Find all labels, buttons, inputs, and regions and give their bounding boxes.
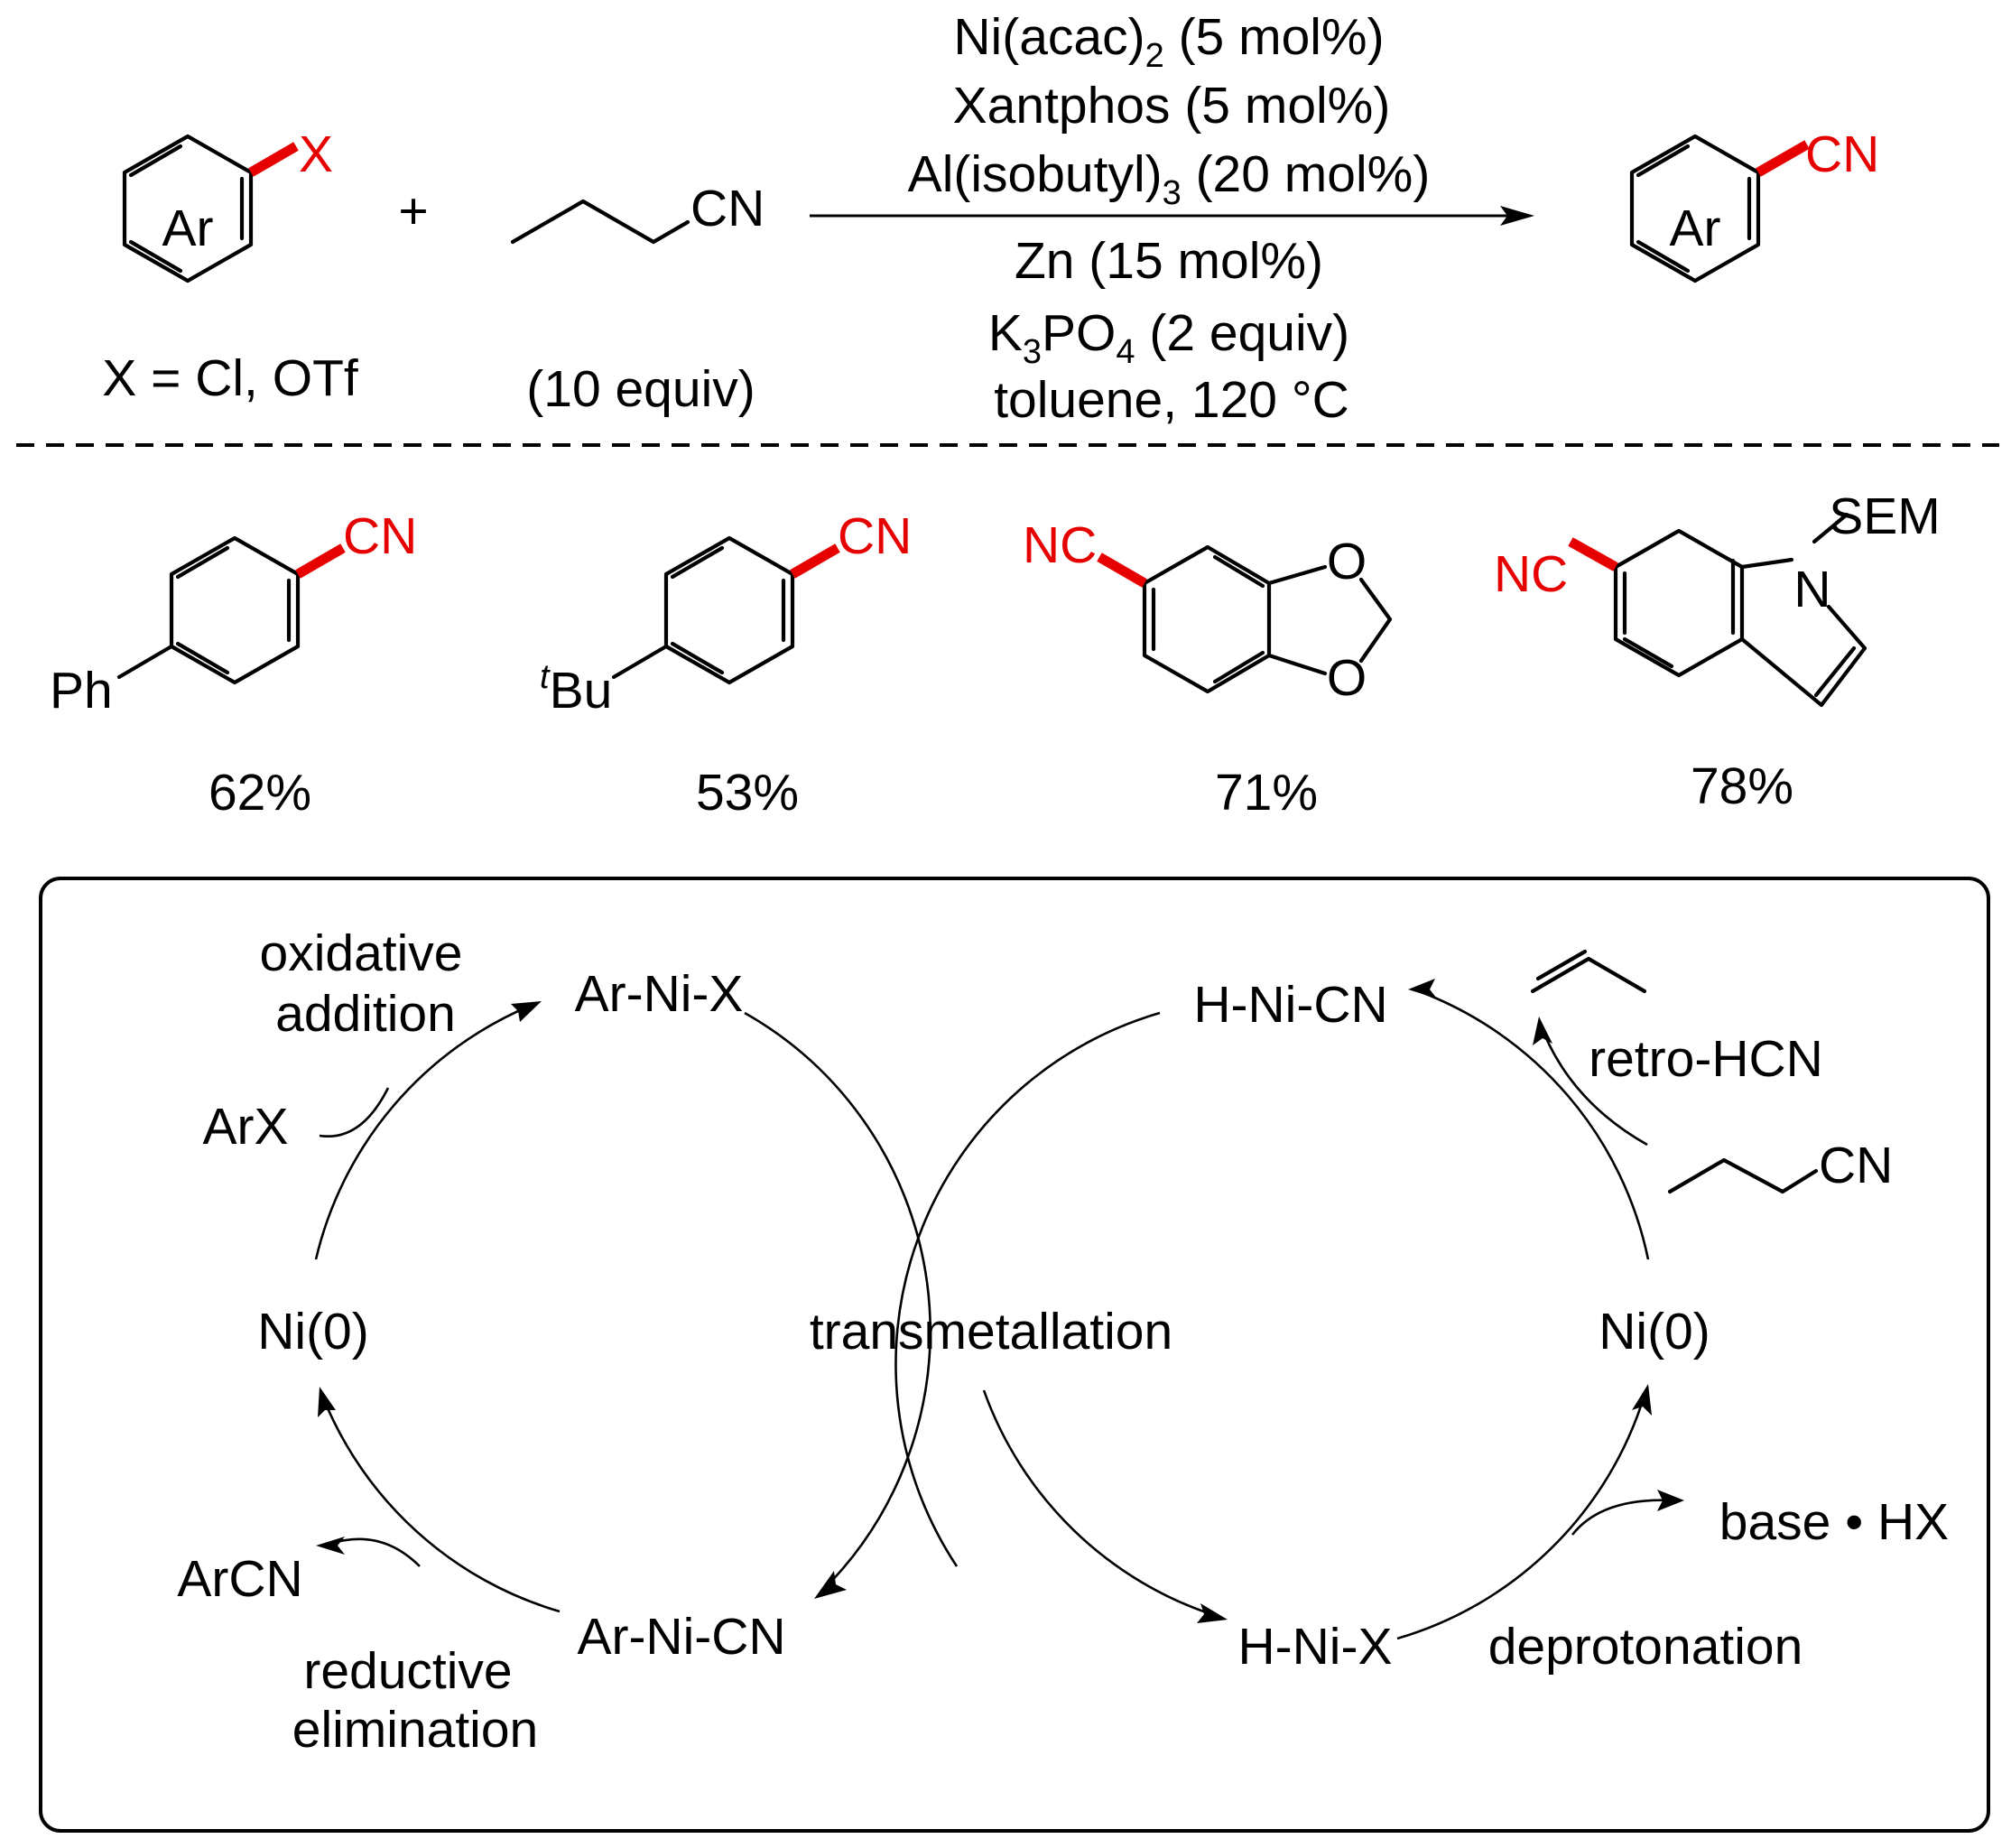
catalyst-label: Ni(0) [1599,1303,1710,1360]
substrate-indole: N SEM NC [1494,488,1941,708]
deprotonation-arc [1571,1499,1675,1536]
yield-label: 78% [1691,757,1793,815]
butyronitrile-skeleton [1667,1157,1819,1194]
intermediate-label: Ar-Ni-X [575,965,744,1023]
intermediate-label: Ar-Ni-CN [577,1608,785,1666]
halide-label: X [299,125,333,183]
output-label: ArCN [177,1550,302,1608]
condition-reductant: Zn (15 mol%) [1015,232,1323,290]
condition-ligand: Xantphos (5 mol%) [953,77,1391,135]
substrate-benzodioxole: O O NC [1023,516,1393,707]
oxygen-label: O [1327,533,1367,590]
plus-sign: + [398,182,428,240]
condition-additive: Al(isobutyl)3 (20 mol%) [908,145,1431,212]
tert-butyl-label: tBu [540,658,612,720]
red-bond [248,142,299,177]
reactant-note: X = Cl, OTf [102,349,358,407]
step-label: oxidative [260,924,463,982]
substrate-tert-butyl: CN tBu [540,507,912,720]
product-nitrile-label: CN [1805,125,1879,183]
step-label: addition [275,985,456,1043]
condition-base: K3PO4 (2 equiv) [988,304,1349,371]
nitrile-label: CN [838,507,912,565]
mechanism-panel [39,877,1990,1833]
step-label: elimination [292,1701,538,1759]
step-label: deprotonation [1488,1618,1803,1676]
condition-catalyst: Ni(acac)2 (5 mol%) [953,8,1384,75]
phenyl-label: Ph [50,662,113,720]
nitrile-label: CN [343,507,417,565]
right-cycle-arcs [894,979,1684,1640]
substrate-biphenyl: CN Ph [50,507,417,720]
oxygen-label: O [1327,649,1367,707]
reagent-butyronitrile: CN [510,180,765,245]
nitrile-label: NC [1494,545,1568,603]
ring-label: Ar [1670,200,1721,257]
red-bond [1756,140,1810,177]
condition-solvent: toluene, 120 °C [994,371,1349,429]
center-step-label: transmetallation [810,1303,1172,1360]
reaction-arrow [810,206,1534,226]
propene [1530,949,1647,994]
step-label: reductive [303,1642,512,1700]
nitrogen-label: N [1793,561,1830,618]
catalyst-label: Ni(0) [257,1303,369,1360]
left-cycle-arcs [314,1001,931,1613]
yield-label: 62% [209,764,311,822]
product-aryl-nitrile: Ar CN [1629,125,1879,283]
input-label: ArX [202,1098,288,1156]
protecting-group-label: SEM [1829,488,1941,545]
intermediate-label: H-Ni-CN [1193,976,1387,1034]
yield-label: 71% [1215,764,1318,822]
retro-hcn-arc [1540,1026,1648,1147]
ring-label: Ar [162,200,214,257]
conditions-below: Zn (15 mol%) K3PO4 (2 equiv) toluene, 12… [988,232,1349,429]
reagent-nitrile-label: CN [690,180,765,237]
byproduct-label: base • HX [1719,1493,1949,1551]
aryl-halide-entry-arc [319,1087,390,1138]
benzene-ring [122,134,254,283]
yield-label: 53% [696,764,799,822]
nitrile-label: NC [1023,516,1097,574]
benzene-ring [1629,134,1761,283]
intermediate-label: H-Ni-X [1238,1618,1393,1676]
step-label: retro-HCN [1589,1030,1823,1088]
reactant-aryl-halide: Ar X [122,125,333,283]
conditions-above: Ni(acac)2 (5 mol%) Xantphos (5 mol%) Al(… [908,8,1431,212]
reagent-note: (10 equiv) [526,360,755,418]
reagent-nitrile-label: CN [1819,1137,1893,1194]
